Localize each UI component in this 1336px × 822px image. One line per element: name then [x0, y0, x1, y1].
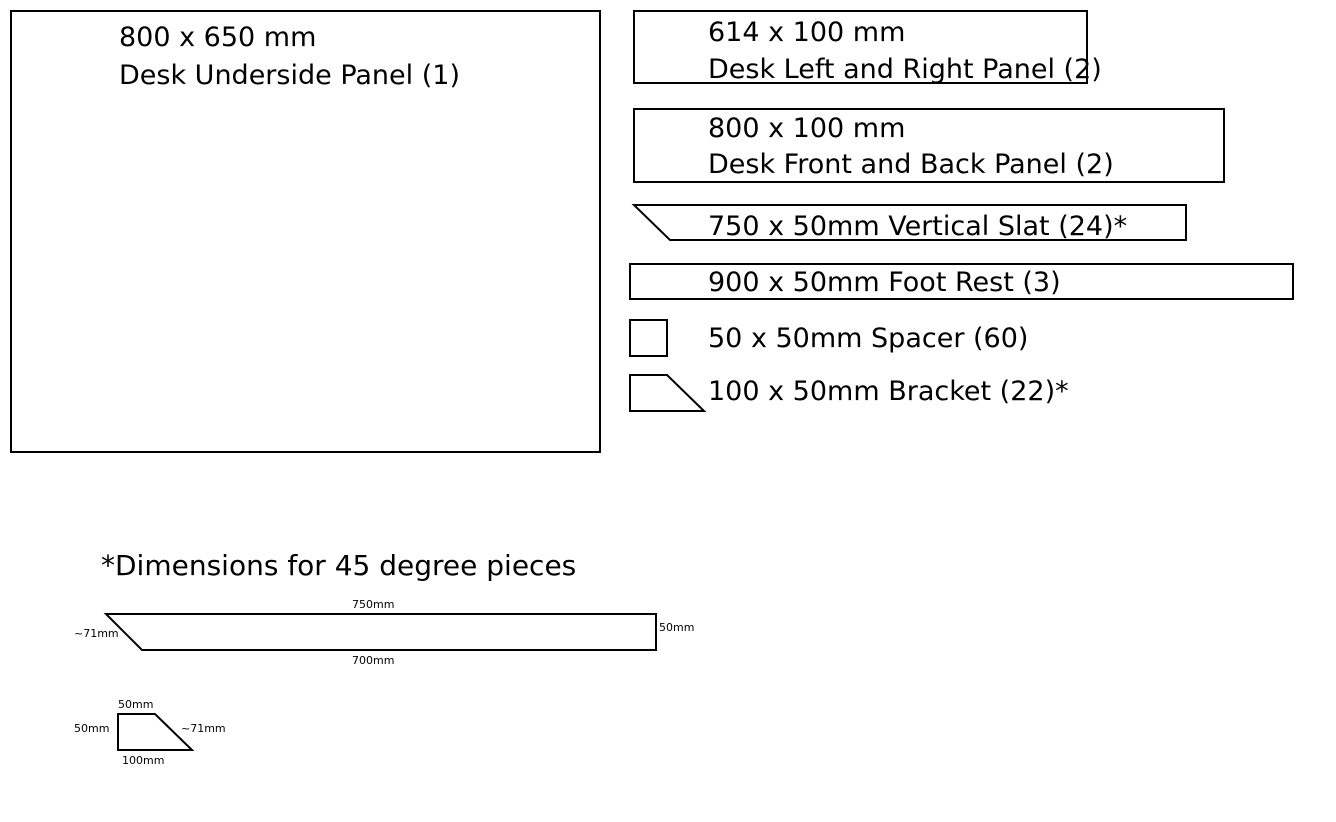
underside-name: Desk Underside Panel (1): [119, 60, 460, 91]
bracket-outline: [629, 374, 707, 412]
left-right-dims: 614 x 100 mm: [708, 17, 906, 48]
front-back-dims: 800 x 100 mm: [708, 113, 906, 144]
slat-detail-outline: [103, 613, 657, 651]
slat-bottom-dim: 700mm: [352, 654, 395, 667]
dimensions-note: *Dimensions for 45 degree pieces: [101, 549, 577, 582]
left-right-name: Desk Left and Right Panel (2): [708, 54, 1102, 85]
bracket-bottom-dim: 100mm: [122, 754, 165, 767]
slat-right-dim: 50mm: [659, 621, 695, 634]
left-right-panel-outline: [633, 10, 1088, 84]
foot-rest-outline: [629, 263, 1294, 300]
vertical-slat-label: 750 x 50mm Vertical Slat (24)*: [708, 211, 1128, 242]
foot-rest-label: 900 x 50mm Foot Rest (3): [708, 267, 1061, 298]
underside-dims: 800 x 650 mm: [119, 22, 317, 53]
front-back-panel-outline: [633, 108, 1225, 183]
underside-panel-outline: [10, 10, 601, 453]
slat-top-dim: 750mm: [352, 598, 395, 611]
bracket-detail-outline: [117, 713, 195, 751]
spacer-outline: [629, 319, 668, 357]
bracket-diagonal-dim: ~71mm: [181, 722, 226, 735]
bracket-left-dim: 50mm: [74, 722, 110, 735]
vertical-slat-outline: [631, 204, 1187, 241]
spacer-label: 50 x 50mm Spacer (60): [708, 323, 1029, 354]
bracket-label: 100 x 50mm Bracket (22)*: [708, 376, 1069, 407]
slat-diagonal-dim: ~71mm: [74, 627, 119, 640]
bracket-top-dim: 50mm: [118, 698, 154, 711]
front-back-name: Desk Front and Back Panel (2): [708, 149, 1114, 180]
